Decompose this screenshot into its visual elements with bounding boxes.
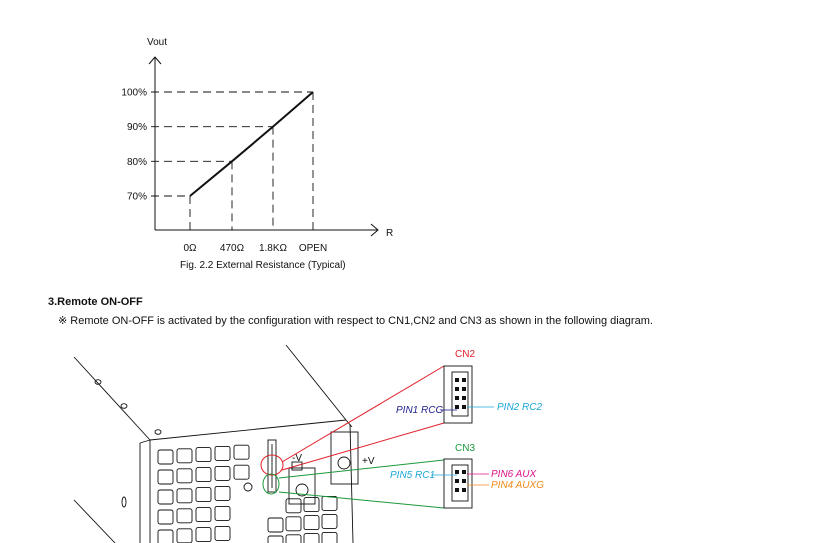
vent-hole [233, 444, 250, 460]
x-axis-label: R [386, 228, 393, 239]
vent-hole [214, 525, 231, 541]
y-axis-arrow [148, 56, 162, 65]
x-axis-arrow [370, 223, 379, 237]
x-tick-labels: 0Ω 470Ω 1.8KΩ OPEN [183, 243, 327, 254]
cn2-wire-bottom [281, 422, 445, 471]
series-line [189, 91, 314, 197]
vent-hole [195, 447, 212, 463]
guide-lines [151, 91, 314, 230]
series-polyline [189, 91, 314, 197]
terminals [288, 431, 359, 505]
vent-hole [303, 533, 320, 543]
y-tick-label: 100% [121, 88, 147, 99]
vent-hole [214, 465, 231, 481]
resistance-chart: Vout R 70% 80% 90% 100% 0Ω 470Ω 1.8KΩ OPEN Fig… [121, 37, 393, 271]
pin6-label: PIN6 AUX [491, 469, 537, 480]
vent-hole [195, 527, 212, 543]
vent-hole [157, 509, 174, 525]
plus-v-terminal [330, 431, 359, 485]
vent-hole [321, 531, 338, 543]
vent-hole [214, 445, 231, 461]
vent-hole [176, 488, 193, 504]
section-description: ※ Remote ON-OFF is activated by the conf… [58, 315, 653, 327]
power-supply-drawing [73, 344, 354, 543]
x-tick-label: OPEN [299, 243, 327, 254]
vent-hole [303, 515, 320, 531]
pin4-label: PIN4 AUXG [491, 480, 544, 491]
vent-hole [157, 449, 174, 465]
y-tick-label: 70% [127, 192, 147, 203]
vent-hole [157, 529, 174, 543]
vent-grid [157, 444, 338, 543]
section-title: 3.Remote ON-OFF [48, 296, 143, 308]
x-tick-label: 1.8KΩ [259, 243, 288, 254]
chart-caption: Fig. 2.2 External Resistance (Typical) [180, 260, 346, 271]
pin1-label: PIN1 RCG [396, 405, 443, 416]
cn2-highlight-circle [260, 454, 284, 476]
y-tick-label: 80% [127, 157, 147, 168]
x-tick-label: 470Ω [220, 243, 245, 254]
minus-v-label: -V [292, 453, 302, 464]
vent-hole [195, 487, 212, 503]
cn3-wire-top [278, 459, 445, 479]
pin2-label: PIN2 RC2 [497, 402, 542, 413]
cn3-highlight-circle [262, 473, 280, 495]
cn2-connector [443, 365, 473, 424]
vent-hole [285, 534, 302, 543]
vent-hole [285, 498, 302, 514]
vent-hole [303, 497, 320, 513]
vent-hole [176, 508, 193, 524]
y-tick-label: 90% [127, 122, 147, 133]
vent-hole [214, 505, 231, 521]
cn2-wire-top [281, 365, 445, 463]
y-axis-label: Vout [147, 37, 167, 48]
y-tick-labels: 70% 80% 90% 100% [121, 88, 147, 203]
vent-hole [195, 467, 212, 483]
vent-hole [157, 469, 174, 485]
vent-hole [176, 448, 193, 464]
vent-hole [176, 468, 193, 484]
vent-hole [321, 513, 338, 529]
vent-hole [195, 507, 212, 523]
vent-hole [267, 517, 284, 533]
pin5-label: PIN5 RC1 [390, 470, 435, 481]
x-tick-label: 0Ω [183, 243, 197, 254]
cn2-label: CN2 [455, 349, 475, 360]
cn3-connector [443, 458, 473, 509]
connector-block [267, 439, 277, 493]
vent-hole [176, 528, 193, 543]
plus-v-label: +V [362, 456, 375, 467]
cn3-wire-bottom [278, 491, 445, 509]
cn3-label: CN3 [455, 443, 475, 454]
vent-hole [233, 464, 250, 480]
vent-hole [285, 516, 302, 532]
vent-hole [321, 495, 338, 511]
vent-hole [267, 535, 284, 543]
vent-hole [157, 489, 174, 505]
vent-hole [214, 485, 231, 501]
